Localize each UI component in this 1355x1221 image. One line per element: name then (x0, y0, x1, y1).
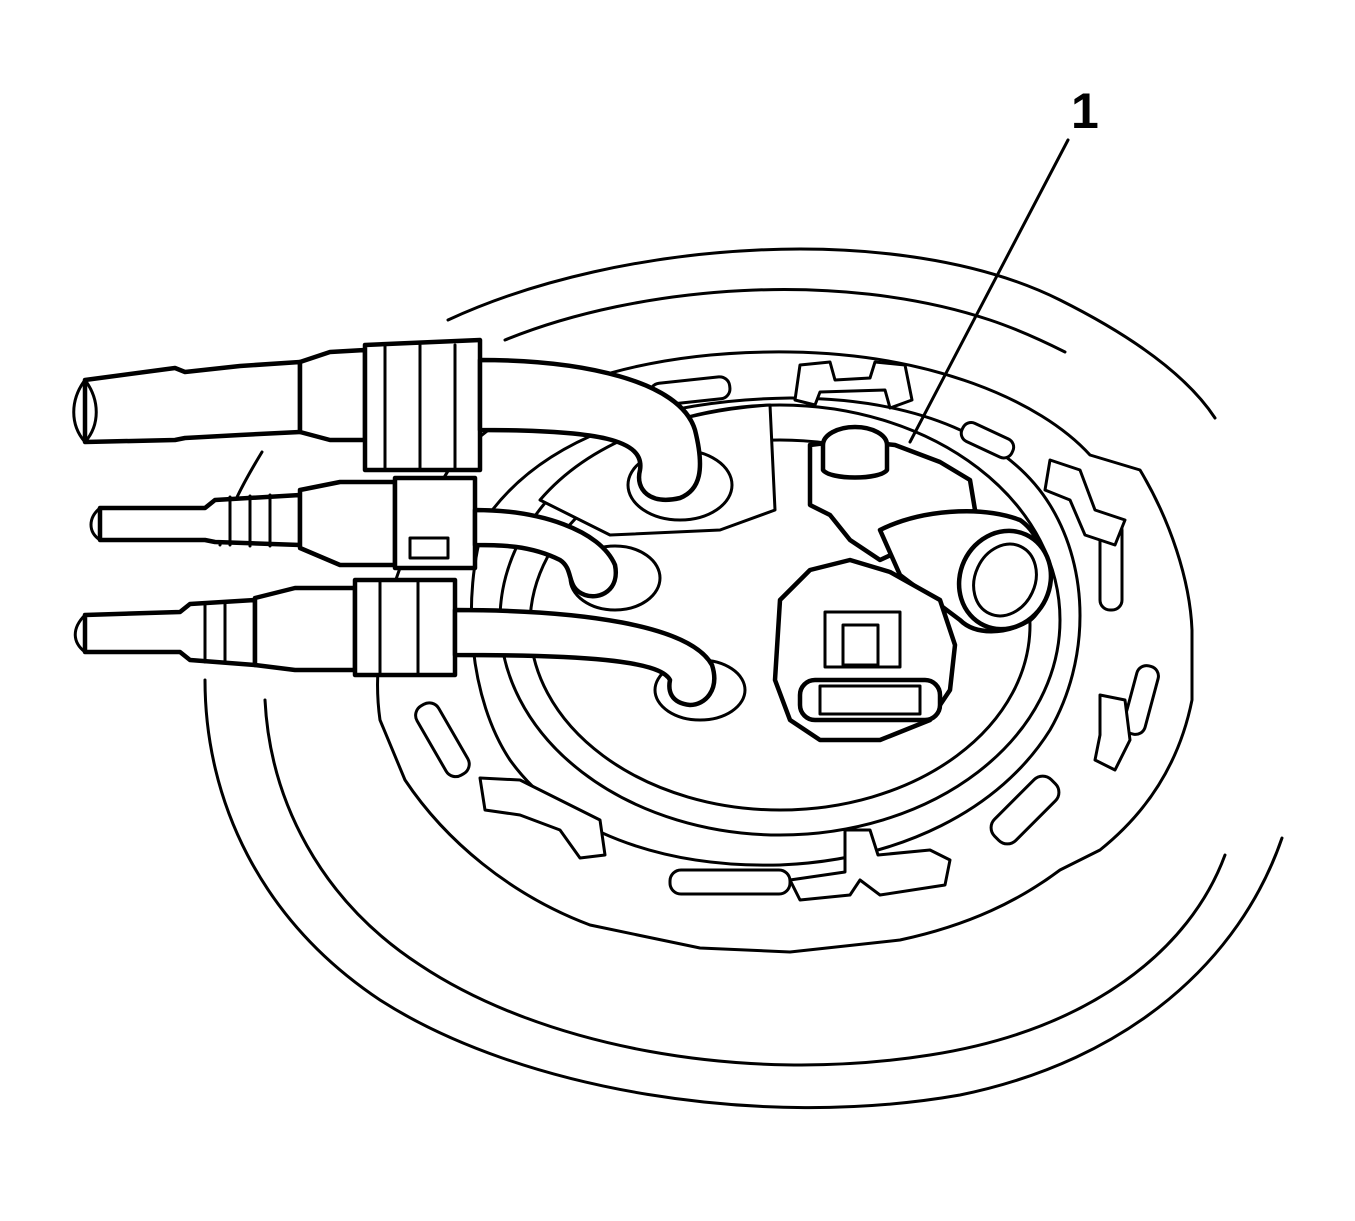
upper-fuel-line (72, 337, 703, 502)
callout-leader-line (908, 138, 1070, 444)
callout-label-1: 1 (1071, 83, 1099, 139)
electrical-connector-lower (772, 557, 958, 743)
tank-opening-outer-ring (203, 247, 1284, 1110)
electrical-connector (807, 424, 1054, 634)
middle-fuel-line (89, 475, 619, 599)
lower-fuel-line (73, 577, 717, 708)
